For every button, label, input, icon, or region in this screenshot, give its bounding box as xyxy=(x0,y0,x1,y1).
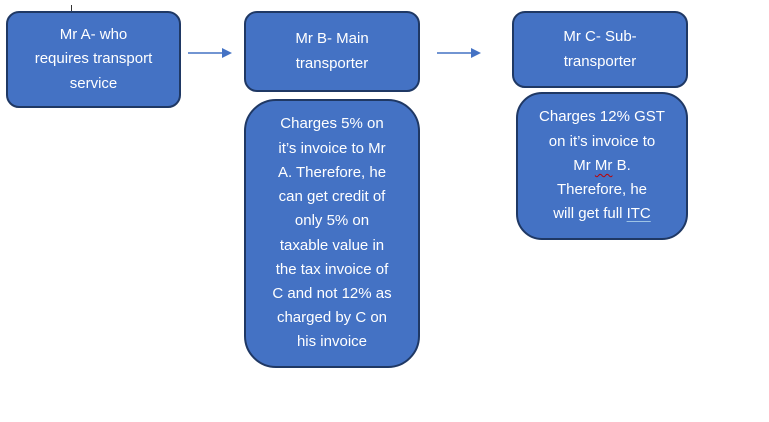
arrow-b-to-c-icon xyxy=(437,48,481,58)
box-mr-b-note-text: Charges 5% on it’s invoice to Mr A. Ther… xyxy=(272,112,391,354)
arrow-a-to-b-icon xyxy=(188,48,232,58)
note-line: Mr Mr B. xyxy=(539,154,665,178)
box-mr-a[interactable]: Mr A- who requires transport service xyxy=(6,11,181,108)
box-mr-b-note[interactable]: Charges 5% on it’s invoice to Mr A. Ther… xyxy=(244,99,420,368)
note-line: on it’s invoice to xyxy=(548,132,656,150)
box-mr-c[interactable]: Mr C- Sub- transporter xyxy=(512,11,688,88)
box-mr-b-text: Mr B- Main transporter xyxy=(295,27,368,75)
note-line: will get full ITC xyxy=(539,202,665,226)
box-mr-a-line: Mr A- who xyxy=(59,26,128,44)
note-line: A. Therefore, he xyxy=(277,163,387,181)
box-mr-a-text: Mr A- who requires transport service xyxy=(35,23,153,96)
box-mr-b-line: transporter xyxy=(295,54,369,72)
note-line: can get credit of xyxy=(278,188,386,206)
box-mr-c-note[interactable]: Charges 12% GST on it’s invoice to Mr Mr… xyxy=(516,92,688,240)
box-mr-b[interactable]: Mr B- Main transporter xyxy=(244,11,420,92)
note-line: it’s invoice to Mr xyxy=(278,139,386,157)
box-mr-a-line: requires transport xyxy=(34,50,153,68)
note-line: taxable value in xyxy=(279,236,385,254)
box-mr-c-line: transporter xyxy=(563,52,637,70)
note-line: his invoice xyxy=(296,333,368,351)
box-mr-c-text: Mr C- Sub- transporter xyxy=(563,25,636,73)
note-text: will get full xyxy=(553,205,627,223)
note-line: Therefore, he xyxy=(556,181,648,199)
underlined-word[interactable]: ITC xyxy=(626,205,651,223)
box-mr-c-line: Mr C- Sub- xyxy=(563,28,637,46)
box-mr-a-line: service xyxy=(69,74,118,92)
note-text: Mr xyxy=(573,156,595,174)
note-line: Charges 5% on xyxy=(280,115,384,133)
box-mr-c-note-text: Charges 12% GST on it’s invoice to Mr Mr… xyxy=(539,105,665,226)
note-text: B. xyxy=(612,156,631,174)
note-line: C and not 12% as xyxy=(272,284,392,302)
note-line: the tax invoice of xyxy=(275,260,389,278)
note-line: charged by C on xyxy=(276,309,388,327)
note-line: Charges 12% GST xyxy=(539,108,665,126)
box-mr-b-line: Mr B- Main xyxy=(295,30,369,48)
spellcheck-word[interactable]: Mr xyxy=(594,156,613,174)
note-line: only 5% on xyxy=(294,212,370,230)
